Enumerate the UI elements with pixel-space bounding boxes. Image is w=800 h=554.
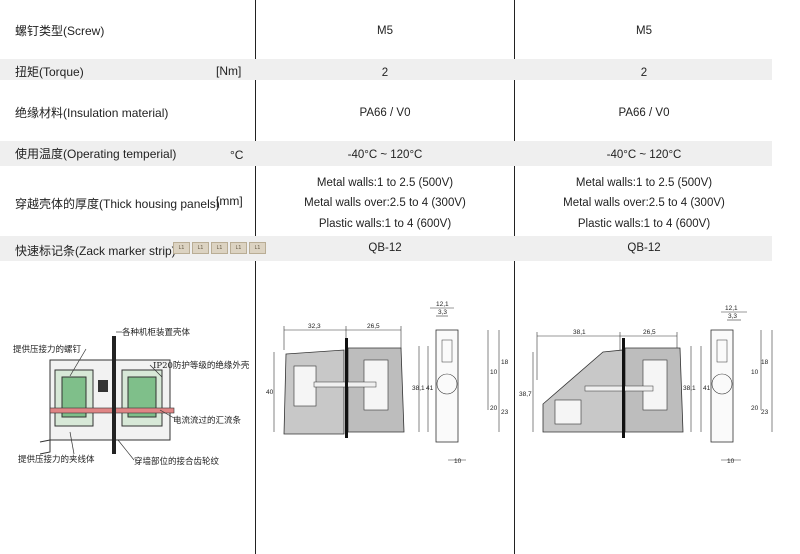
label-busbar: 电流流过的汇流条	[173, 415, 242, 426]
screw-value-a: M5	[377, 25, 393, 37]
column-divider-b	[514, 0, 515, 554]
dim-width-right: 26,5	[367, 323, 380, 330]
dim-height-right: 41	[703, 385, 711, 392]
dim-height-total: 40	[266, 389, 274, 396]
torque-value-a: 2	[381, 67, 389, 79]
marker-tag: L1	[192, 242, 209, 254]
housing-label: 穿越壳体的厚度(Thick housing panels)	[15, 197, 220, 211]
temperature-value-a: -40°C ~ 120°C	[347, 149, 423, 161]
dim-side-d1: 10	[751, 369, 759, 376]
dim-side-d1: 10	[490, 369, 498, 376]
marker-value-b: QB-12	[627, 242, 661, 254]
technical-drawing-b: 38,1 26,5 38,7 38,1 41 12,1 3,3 10 18 20…	[519, 305, 773, 465]
dim-height-mid: 38,1	[683, 385, 696, 392]
housing-value-a-2: Metal walls over:2.5 to 4 (300V)	[304, 197, 466, 209]
label-ip20: IP20防护等级的绝缘外壳	[153, 360, 250, 371]
row-band-temperature	[0, 141, 772, 166]
dim-height-mid: 38,1	[412, 385, 425, 392]
dim-side-inner: 3,3	[728, 313, 737, 320]
screw-value-b: M5	[636, 25, 652, 37]
dim-height-total: 38,7	[519, 391, 532, 398]
marker-value-a: QB-12	[368, 242, 402, 254]
screw-label: 螺钉类型(Screw)	[15, 24, 105, 38]
marker-tag: L1	[249, 242, 266, 254]
dim-side-d4: 23	[501, 409, 509, 416]
dim-width-left: 32,3	[308, 323, 321, 330]
marker-strip-image: L1 L1 L1 L1 L1	[173, 242, 266, 254]
dim-width-left: 38,1	[573, 329, 586, 336]
dim-side-d2: 18	[501, 359, 509, 366]
housing-value-b-1: Metal walls:1 to 2.5 (500V)	[575, 177, 713, 189]
insulation-label: 绝缘材料(Insulation material)	[15, 106, 169, 120]
dim-side-bottom: 10	[727, 458, 735, 465]
dim-side-d4: 23	[761, 409, 769, 416]
insulation-value-a: PA66 / V0	[359, 107, 411, 119]
column-divider-a	[255, 0, 256, 554]
dim-width-right: 26,5	[643, 329, 656, 336]
housing-value-b-3: Plastic walls:1 to 4 (600V)	[577, 218, 711, 230]
marker-tag: L1	[173, 242, 190, 254]
label-housing: 各种机柜装置壳体	[122, 327, 191, 338]
torque-label: 扭矩(Torque)	[15, 65, 84, 79]
marker-label: 快速标记条(Zack marker strip)	[15, 244, 176, 258]
housing-unit: [mm]	[216, 194, 243, 208]
marker-tag: L1	[211, 242, 228, 254]
label-screw: 提供压接力的螺钉	[13, 344, 82, 355]
housing-value-a-1: Metal walls:1 to 2.5 (500V)	[316, 177, 454, 189]
temperature-unit: °C	[230, 148, 244, 162]
temperature-value-b: -40°C ~ 120°C	[606, 149, 682, 161]
temperature-label: 使用温度(Operating temperial)	[15, 147, 177, 161]
housing-value-a-3: Plastic walls:1 to 4 (600V)	[318, 218, 452, 230]
technical-drawing-a: 32,3 26,5 40 38,1 41 12,1 3,3 10 18 20 2…	[266, 301, 509, 465]
dim-side-bottom: 10	[454, 458, 462, 465]
label-clamp: 提供压接力的夹线体	[18, 454, 95, 465]
row-band-marker	[0, 236, 772, 261]
label-gear: 穿墙部位的接合齿轮纹	[134, 456, 220, 467]
dim-side-width: 12,1	[436, 301, 449, 308]
torque-value-b: 2	[640, 67, 648, 79]
dim-side-inner: 3,3	[438, 309, 447, 316]
cross-section-diagram: 各种机柜装置壳体 提供压接力的螺钉 IP20防护等级的绝缘外壳 电流流过的汇流条…	[13, 327, 250, 467]
dim-side-width: 12,1	[725, 305, 738, 312]
insulation-value-b: PA66 / V0	[618, 107, 670, 119]
dim-side-d2: 18	[761, 359, 769, 366]
dim-side-d3: 20	[751, 405, 759, 412]
marker-tag: L1	[230, 242, 247, 254]
row-band-torque	[0, 59, 772, 80]
dim-height-right: 41	[426, 385, 434, 392]
dim-side-d3: 20	[490, 405, 498, 412]
housing-value-b-2: Metal walls over:2.5 to 4 (300V)	[563, 197, 725, 209]
torque-unit: [Nm]	[216, 64, 242, 78]
